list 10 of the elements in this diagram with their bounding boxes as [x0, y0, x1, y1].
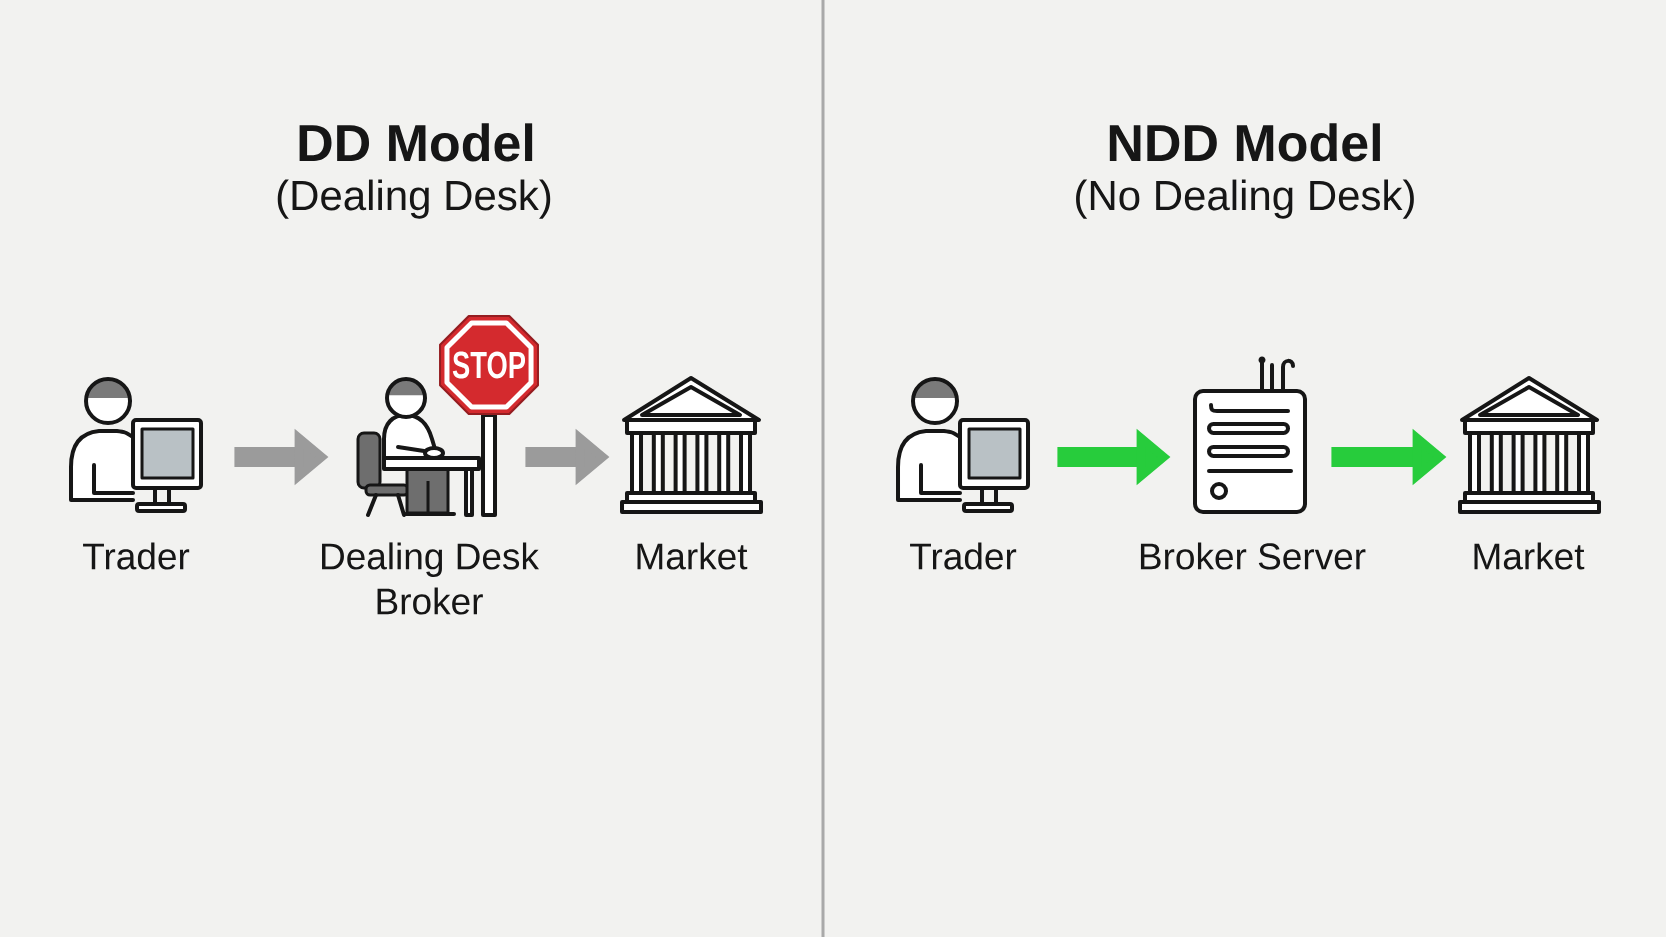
panel-title: DD Model	[299, 123, 533, 162]
node-label: Trader	[910, 542, 1017, 570]
node-label: Dealing Desk Broker	[322, 542, 539, 615]
node-label: Trader	[83, 542, 190, 570]
node-label: Market	[637, 542, 748, 570]
node-label: Broker Server	[1140, 542, 1366, 570]
node-label: Market	[1474, 542, 1585, 570]
panel-title: NDD Model	[1109, 123, 1380, 162]
panel-subtitle: (No Dealing Desk)	[1076, 179, 1414, 219]
panel-subtitle: (Dealing Desk)	[277, 179, 551, 219]
